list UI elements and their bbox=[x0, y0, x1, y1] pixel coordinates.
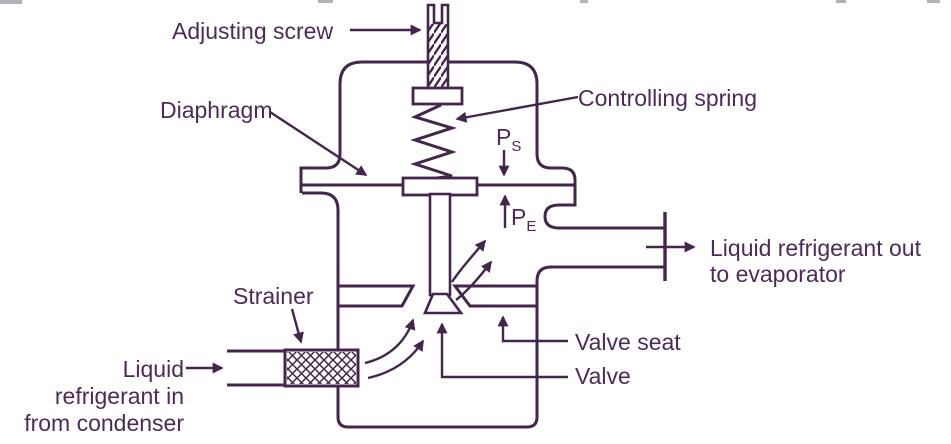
outlet-label: Liquid refrigerant out to evaporator bbox=[710, 235, 921, 287]
diaphragm-label: Diaphragm bbox=[160, 97, 273, 123]
spring-retainer-plate bbox=[411, 86, 464, 106]
inlet-label: Liquid refrigerant in from condenser bbox=[0, 356, 184, 437]
valve-seat-left bbox=[338, 284, 416, 308]
screw-hatch bbox=[429, 24, 447, 88]
adjusting-screw-label: Adjusting screw bbox=[172, 18, 334, 44]
flow-arrow-inlet-lower bbox=[367, 339, 425, 380]
diaphragm-leader bbox=[269, 110, 368, 177]
inlet-label-line3: from condenser bbox=[24, 410, 184, 436]
valve-cone bbox=[423, 292, 464, 315]
valve-seat-leader bbox=[497, 315, 568, 343]
strainer-leader bbox=[290, 308, 304, 344]
strainer-mesh bbox=[287, 352, 356, 384]
controlling-spring-label: Controlling spring bbox=[578, 85, 757, 111]
flow-arrow-inlet-upper bbox=[364, 318, 416, 365]
body-upper-outline bbox=[299, 60, 665, 230]
pe-base: P bbox=[511, 204, 527, 230]
ps-base: P bbox=[496, 124, 512, 150]
flow-arrow-outlet-upper bbox=[450, 239, 487, 283]
diaphragm-plate bbox=[401, 176, 479, 197]
controlling-spring-coil bbox=[410, 103, 458, 181]
inlet-label-line1: Liquid bbox=[122, 356, 184, 382]
strainer-label: Strainer bbox=[233, 283, 314, 309]
inlet-label-line2: refrigerant in bbox=[54, 383, 184, 409]
pe-pressure-label: PE bbox=[511, 204, 536, 240]
valve-leader bbox=[436, 322, 568, 379]
body-lower-outline bbox=[302, 191, 665, 429]
valve-seat-label: Valve seat bbox=[575, 329, 681, 355]
pe-subscript: E bbox=[526, 218, 537, 235]
ps-pressure-label: PS bbox=[496, 124, 521, 160]
outlet-label-line1: Liquid refrigerant out bbox=[710, 235, 921, 261]
ps-subscript: S bbox=[511, 138, 522, 155]
top-edge-fragments bbox=[0, 0, 940, 4]
valve-label: Valve bbox=[575, 363, 631, 389]
adjusting-screw bbox=[426, 3, 450, 89]
outlet-label-line2: to evaporator bbox=[710, 261, 846, 287]
screw-shaft-outline bbox=[426, 3, 450, 89]
valve-stem bbox=[428, 192, 452, 297]
strainer-element bbox=[283, 348, 360, 388]
controlling-spring-leader bbox=[455, 95, 579, 123]
flow-arrow-outlet-lower bbox=[455, 260, 492, 301]
